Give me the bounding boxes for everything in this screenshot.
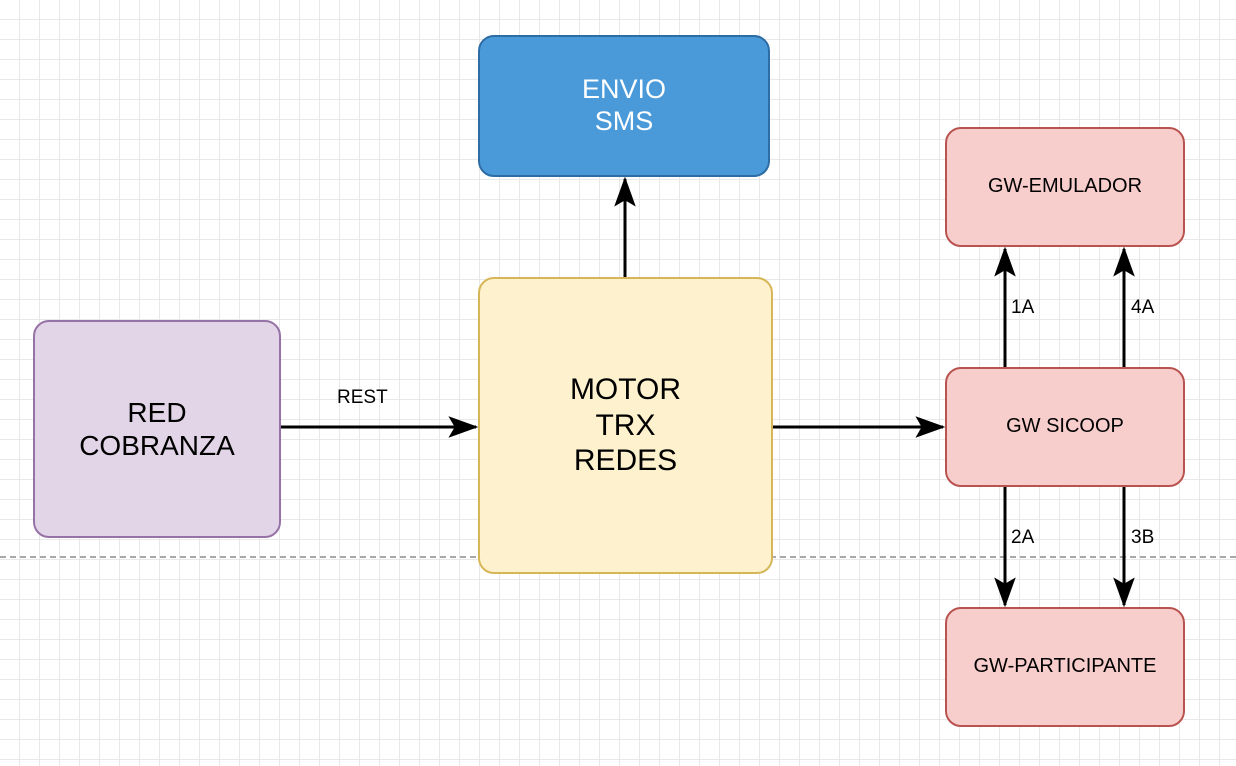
edge-label-sicoop-to-participante-3b: 3B bbox=[1131, 527, 1155, 548]
node-motor-trx-redes[interactable]: MOTOR TRX REDES bbox=[478, 277, 773, 574]
node-gw-sicoop[interactable]: GW SICOOP bbox=[945, 367, 1185, 487]
edge-label-sicoop-to-emulador-4a: 4A bbox=[1131, 297, 1155, 318]
node-gw-emulador[interactable]: GW-EMULADOR bbox=[945, 127, 1185, 247]
node-gw-participante[interactable]: GW-PARTICIPANTE bbox=[945, 607, 1185, 727]
node-red-cobranza[interactable]: RED COBRANZA bbox=[33, 320, 281, 538]
edge-label-red-to-motor: REST bbox=[337, 387, 388, 408]
edge-label-sicoop-to-participante-2a: 2A bbox=[1011, 527, 1035, 548]
node-envio-sms[interactable]: ENVIO SMS bbox=[478, 35, 770, 177]
edge-label-sicoop-to-emulador-1a: 1A bbox=[1011, 297, 1035, 318]
